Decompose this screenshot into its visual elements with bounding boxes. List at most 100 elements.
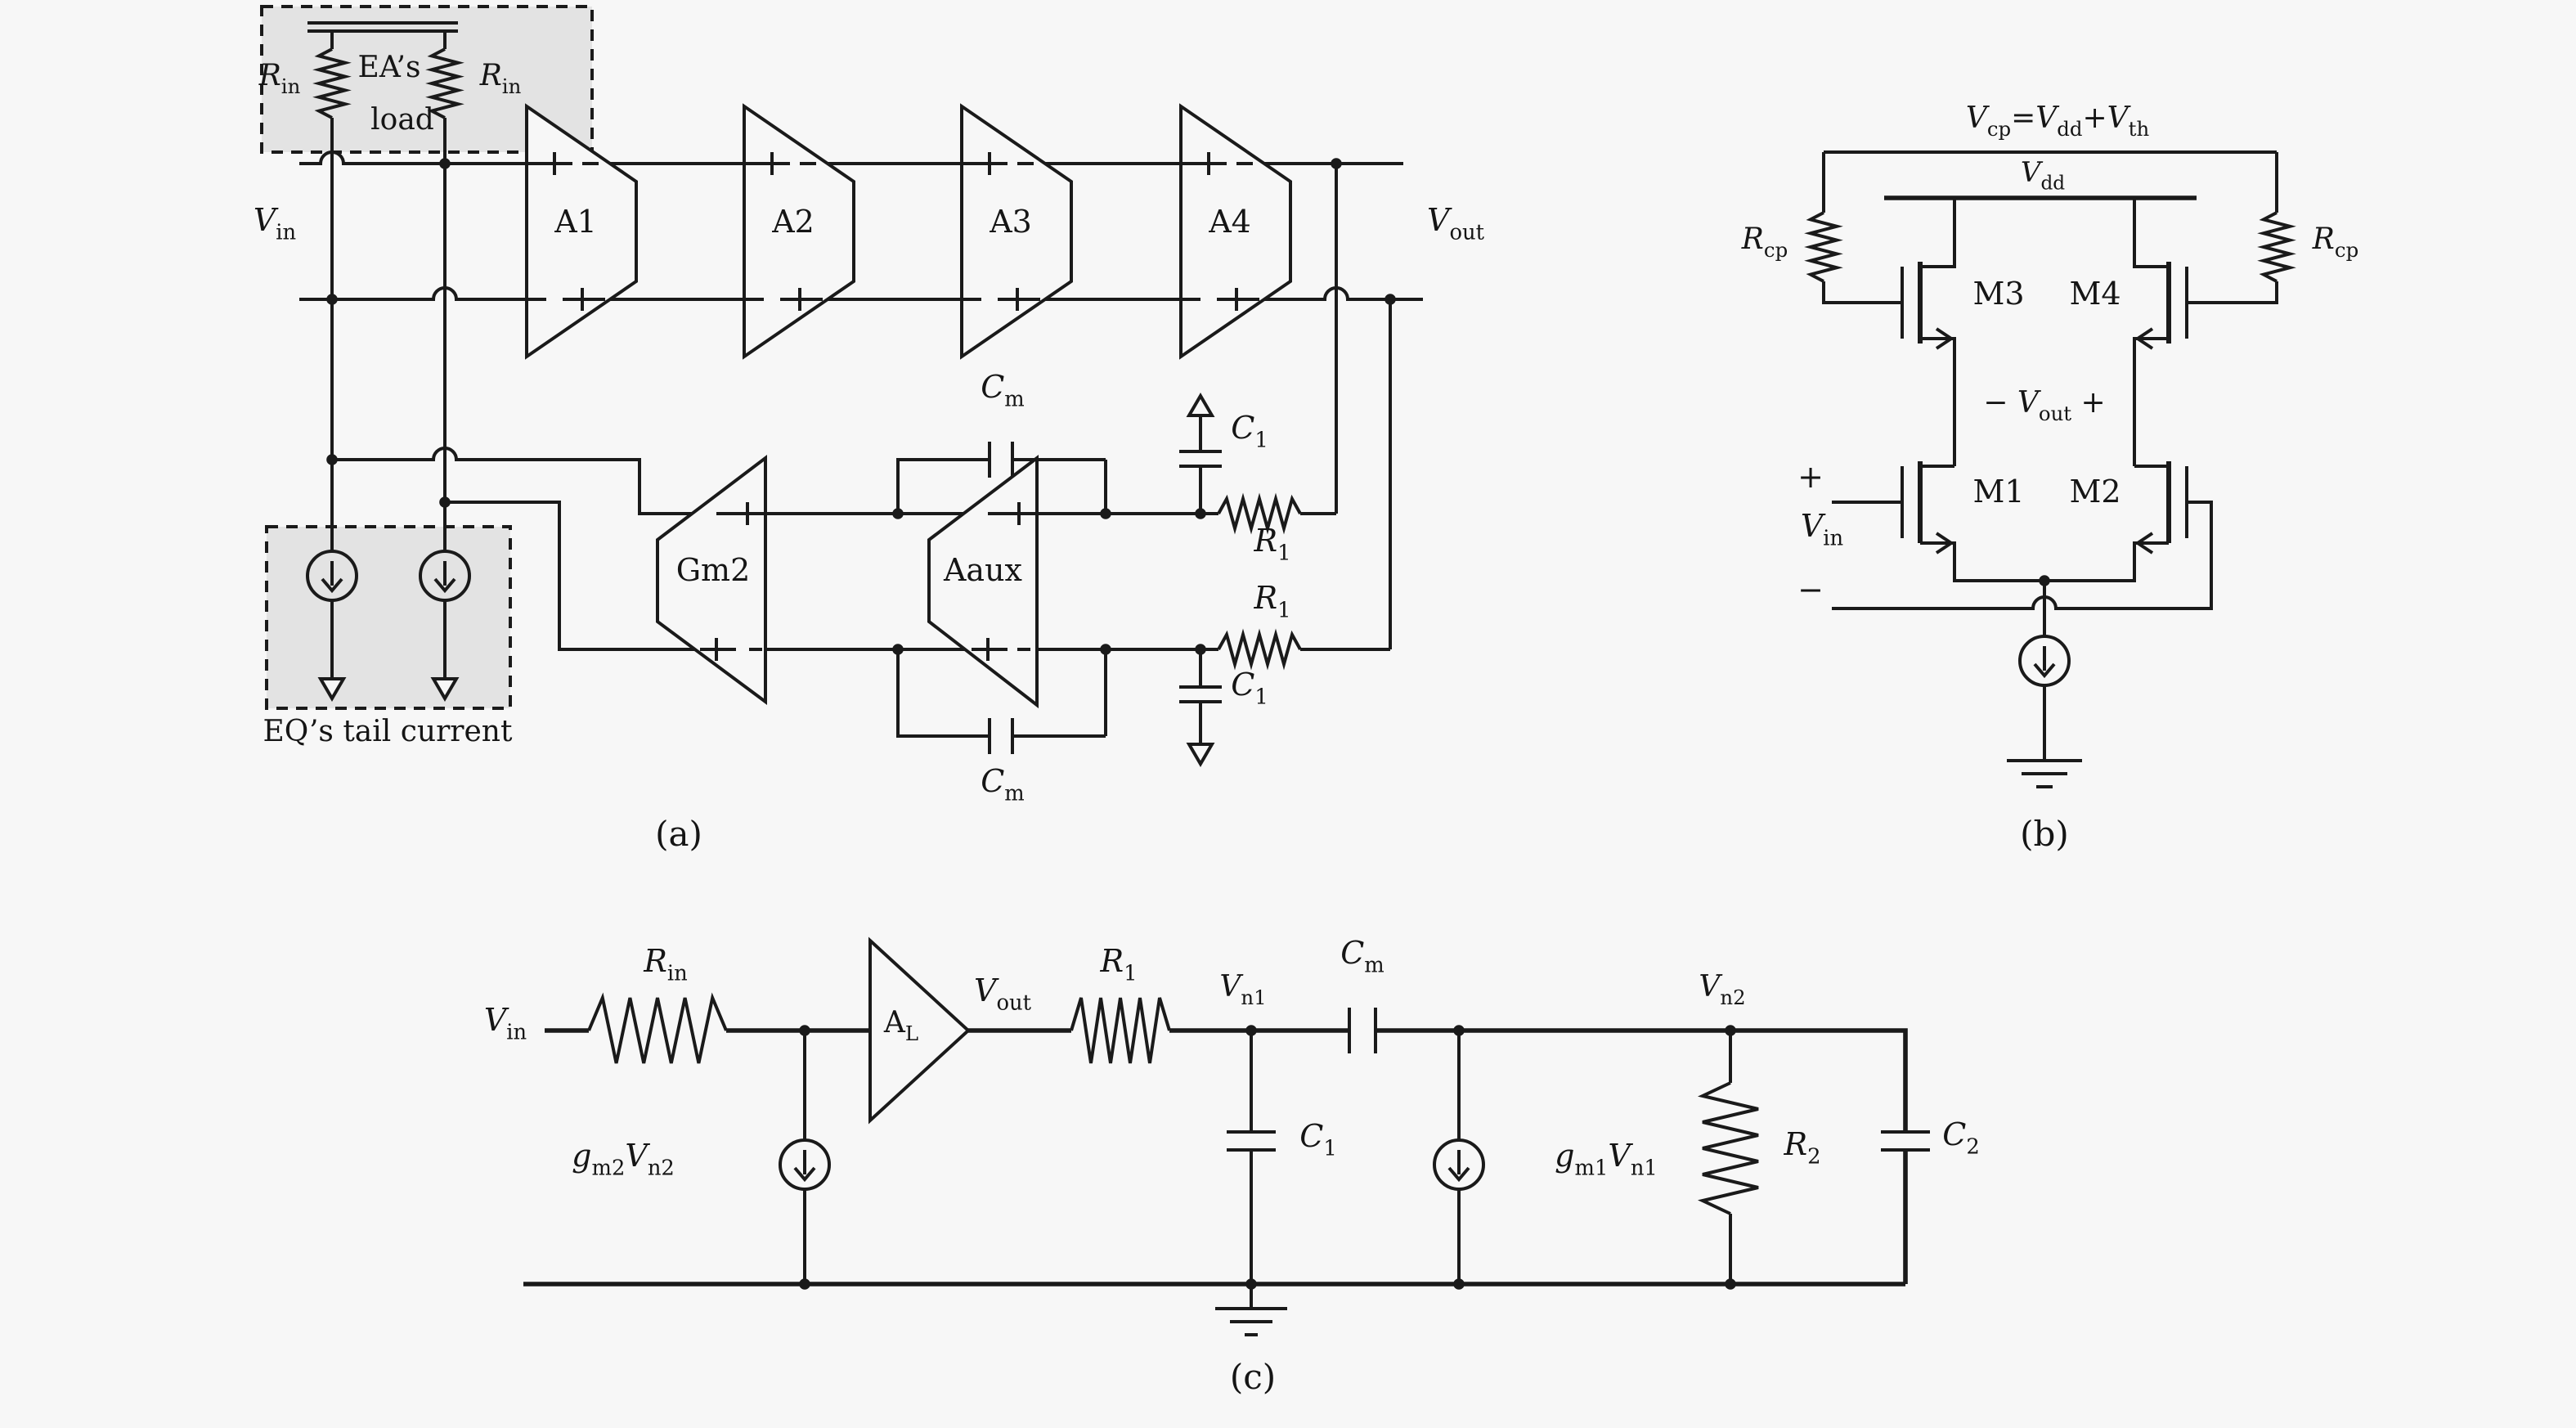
capacitor-c2-c bbox=[1881, 1130, 1930, 1152]
resistor-rcp-right bbox=[2187, 152, 2296, 304]
label-c1-bot-a: C1 bbox=[1231, 667, 1268, 710]
label-vout-b: − Vout + bbox=[1983, 386, 2105, 425]
rail-in-plus bbox=[299, 150, 1403, 165]
arrow-up-icon bbox=[1186, 393, 1215, 417]
label-vdd-b: Vdd bbox=[2021, 156, 2065, 195]
label-c2-c: C2 bbox=[1942, 1116, 1980, 1160]
resistor-rin-c-icon bbox=[587, 992, 728, 1064]
label-cap-b: (b) bbox=[2020, 814, 2069, 854]
label-cap-c: (c) bbox=[1230, 1357, 1276, 1397]
label-vout-a: Vout bbox=[1427, 202, 1485, 245]
label-cm-c: Cm bbox=[1340, 935, 1384, 978]
ground-icon bbox=[1215, 1284, 1287, 1336]
label-aaux-a: Aaux bbox=[943, 552, 1022, 588]
amp-a4-symbol bbox=[1179, 103, 1292, 360]
label-rin-ea-left: Rin bbox=[258, 59, 301, 98]
nmos-arrow-icon bbox=[1935, 327, 1954, 350]
label-rin-c: Rin bbox=[643, 943, 688, 986]
amp-a1-symbol bbox=[525, 103, 638, 360]
label-plus-b: + bbox=[1797, 459, 1824, 495]
junction-dot bbox=[2039, 575, 2050, 586]
label-cap-a: (a) bbox=[655, 814, 702, 854]
label-cm-top-a: Cm bbox=[981, 369, 1025, 412]
amp-aaux-symbol bbox=[927, 454, 1039, 709]
nmos-arrow-icon bbox=[1935, 532, 1954, 555]
current-source-gm2vn2 bbox=[779, 1031, 831, 1284]
label-al-c: AL bbox=[883, 1006, 918, 1045]
label-ea-s: EA’s bbox=[358, 51, 421, 84]
label-eq-tail: EQ’s tail current bbox=[263, 715, 513, 748]
label-amp-a4: A4 bbox=[1208, 204, 1251, 240]
amp-a2-symbol bbox=[743, 103, 855, 360]
nmos-arrow-icon bbox=[2134, 532, 2154, 555]
resistor-r1-top-icon bbox=[1217, 492, 1302, 535]
arrow-down-icon bbox=[1186, 743, 1215, 767]
label-vin-a: Vin bbox=[254, 202, 296, 245]
amp-al-symbol bbox=[868, 936, 971, 1125]
resistor-r1-bottom-icon bbox=[1217, 628, 1302, 671]
label-m3: M3 bbox=[1972, 276, 2024, 312]
nmos-arrow-icon bbox=[2134, 327, 2154, 350]
label-r1-c: R1 bbox=[1099, 943, 1137, 986]
panel-c bbox=[523, 936, 1930, 1336]
label-m2: M2 bbox=[2069, 474, 2120, 510]
label-vn1-c: Vn1 bbox=[1219, 970, 1266, 1009]
capacitor-c1-top bbox=[1179, 393, 1222, 514]
rail-main-c bbox=[545, 1028, 1908, 1284]
label-amp-a1: A1 bbox=[554, 204, 597, 240]
label-r1-bot-a: R1 bbox=[1253, 580, 1290, 623]
label-m1: M1 bbox=[1972, 474, 2024, 510]
label-rcp-right: Rcp bbox=[2312, 222, 2358, 262]
label-amp-a3: A3 bbox=[989, 204, 1032, 240]
current-source-tail-1 bbox=[306, 550, 358, 702]
wire-gm2-bottom bbox=[445, 501, 1390, 651]
transistor-m3 bbox=[1901, 198, 1956, 466]
amp-a3-symbol bbox=[960, 103, 1073, 360]
label-vin-b: Vin bbox=[1801, 508, 1843, 551]
arrow-down-icon bbox=[430, 677, 460, 702]
ground-icon bbox=[2007, 759, 2082, 788]
resistor-rin-right-icon bbox=[425, 47, 464, 119]
capacitor-c1-c bbox=[1227, 1031, 1276, 1284]
wire-gm2-top bbox=[332, 447, 1336, 515]
panel-b bbox=[1804, 150, 2296, 788]
label-rin-ea-right: Rin bbox=[479, 59, 522, 98]
current-source-tail-2 bbox=[419, 550, 471, 702]
label-c1-c: C1 bbox=[1299, 1118, 1337, 1161]
junction-dots-c bbox=[799, 1025, 1736, 1290]
resistor-rcp-left bbox=[1804, 152, 1902, 304]
capacitor-c1-bottom bbox=[1179, 649, 1222, 767]
resistor-rin-left-icon bbox=[312, 47, 352, 119]
label-r2-c: R2 bbox=[1783, 1126, 1820, 1170]
capacitor-cm-c bbox=[1348, 1008, 1377, 1053]
label-vin-c: Vin bbox=[484, 1002, 527, 1045]
current-source-gm1vn1 bbox=[1433, 1031, 1485, 1284]
resistor-r1-c-icon bbox=[1070, 997, 1171, 1064]
label-vcp-eq: Vcp=Vdd+Vth bbox=[1966, 101, 2150, 141]
capacitor-cm-top bbox=[896, 442, 1107, 514]
label-rcp-left: Rcp bbox=[1741, 222, 1788, 262]
label-vout-c: Vout bbox=[974, 972, 1032, 1016]
label-cm-bot-a: Cm bbox=[981, 763, 1025, 806]
transistor-m1 bbox=[1832, 461, 2044, 582]
resistor-r2-c bbox=[1697, 1031, 1759, 1284]
label-gm2vn2-c: gm2Vn2 bbox=[572, 1138, 675, 1181]
rail-in-minus bbox=[299, 286, 1423, 301]
label-ea-load: load bbox=[370, 103, 434, 137]
panel-a bbox=[260, 5, 1423, 767]
eq-tail-box bbox=[265, 525, 512, 710]
label-c1-top-a: C1 bbox=[1231, 410, 1268, 453]
label-m4: M4 bbox=[2069, 276, 2120, 312]
transistor-m4 bbox=[2133, 198, 2188, 466]
amp-gm2-symbol bbox=[656, 454, 767, 705]
wire-vin-minus-b bbox=[1832, 501, 2213, 610]
label-gm1vn1-c: gm1Vn1 bbox=[1555, 1138, 1658, 1181]
label-r1-top-a: R1 bbox=[1253, 523, 1290, 566]
label-minus-b: − bbox=[1797, 572, 1824, 608]
junction-dots-a bbox=[326, 158, 1396, 655]
label-gm2-a: Gm2 bbox=[676, 552, 751, 588]
label-amp-a2: A2 bbox=[771, 204, 815, 240]
